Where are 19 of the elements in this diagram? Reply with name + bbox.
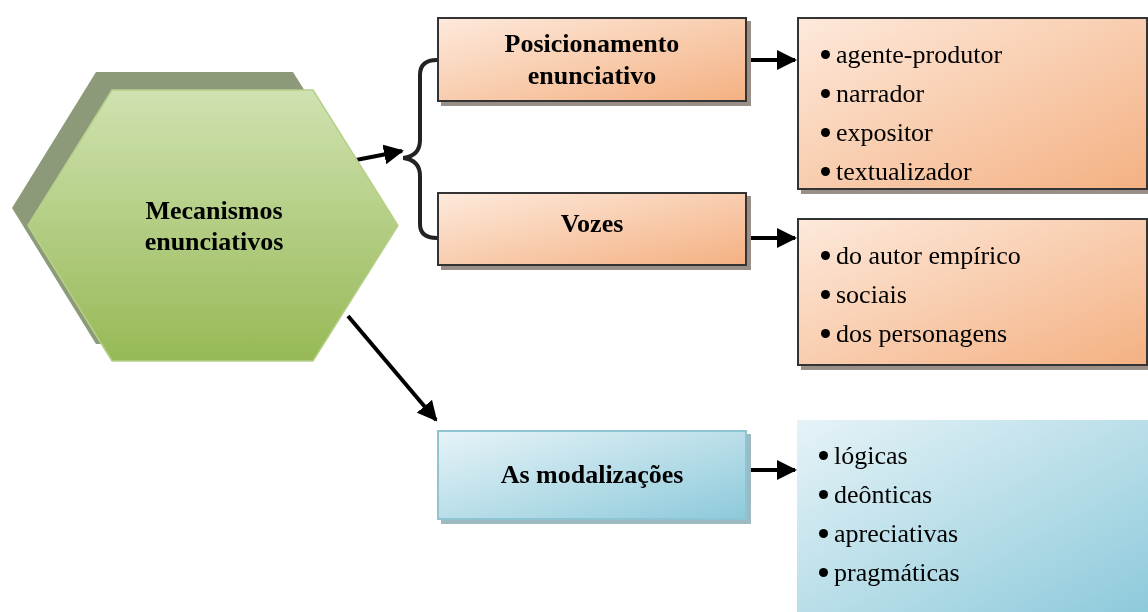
list-item: textualizador <box>836 156 972 188</box>
node-title: Posicionamento enunciativo <box>503 28 681 91</box>
list-item: apreciativas <box>834 518 959 550</box>
list-item: narrador <box>836 78 925 110</box>
brace-end <box>418 58 438 76</box>
list-box <box>797 420 1148 612</box>
list-item: deônticas <box>834 479 933 511</box>
connector <box>346 314 438 422</box>
list-item: agente-produtor <box>836 39 1003 71</box>
list-item: lógicas <box>834 440 908 472</box>
list-item: dos personagens <box>836 318 1008 350</box>
list-item: expositor <box>836 117 933 149</box>
node-title: Vozes <box>560 208 624 240</box>
list-item: do autor empírico <box>836 240 1021 272</box>
node-title: As modalizações <box>500 459 684 491</box>
brace-end <box>418 223 438 240</box>
node-title: Mecanismos enunciativos <box>143 194 285 258</box>
list-item: pragmáticas <box>834 557 960 589</box>
list-item: sociais <box>836 279 907 311</box>
